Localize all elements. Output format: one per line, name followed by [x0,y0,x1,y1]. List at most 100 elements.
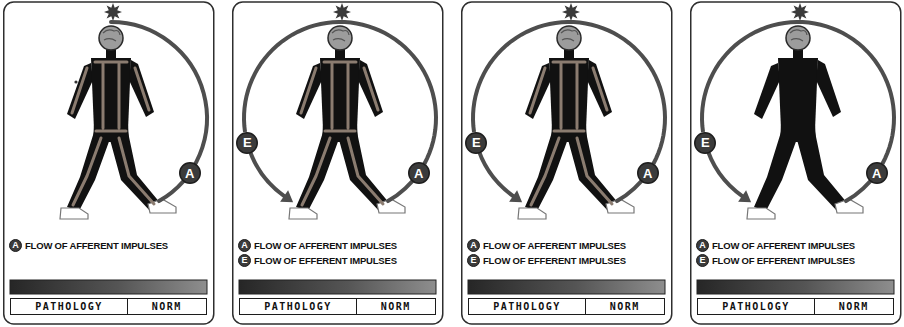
scale-label: NORM [152,301,182,313]
brain-star [562,3,580,21]
scale-cell: PATHOLOGY [468,298,586,315]
scale-label: PATHOLOGY [35,301,103,313]
panel [4,2,214,324]
nerve-stripes [301,62,383,205]
scale-label: PATHOLOGY [722,301,790,313]
marker-circle [637,163,658,184]
scale-cell: NORM [356,298,437,315]
legend-icon: E [467,254,480,267]
legend-text: FLOW OF AFFERENT IMPULSES [483,240,626,252]
panel [462,2,672,324]
legend-text: FLOW OF EFFERENT IMPULSES [483,255,626,267]
legend-row: E FLOW OF EFFERENT IMPULSES [696,254,896,267]
walking-figure [289,26,405,219]
scale-cell: NORM [127,298,208,315]
panel-frame [462,2,672,324]
marker-letter: A [414,167,423,180]
scale-label: NORM [839,301,869,313]
legend-letter: A [241,241,248,250]
legend-swatch [697,240,709,252]
afferent-arc [111,22,207,201]
scale-label: NORM [610,301,640,313]
legend-row: A FLOW OF AFFERENT IMPULSES [696,239,896,252]
scale-cell: NORM [585,298,666,315]
marker-circle [866,163,887,184]
marker-letter: E [701,136,710,149]
efferent-marker: E [465,132,487,154]
marker-letter: E [472,136,481,149]
scale-label: NORM [381,301,411,313]
marker-circle [466,133,487,154]
nerve-stripes [530,62,612,205]
legend-swatch [468,255,480,267]
panel-frame [691,2,901,324]
scale-label: PATHOLOGY [493,301,561,313]
marker-letter: E [243,136,252,149]
legend-swatch [239,255,251,267]
scale-cell: PATHOLOGY [697,298,815,315]
legend-letter: A [699,241,706,250]
legend-row: E FLOW OF EFFERENT IMPULSES [467,254,667,267]
legend-text: FLOW OF AFFERENT IMPULSES [25,240,168,252]
marker-circle [179,163,200,184]
legend-icon: E [238,254,251,267]
scale-cell: PATHOLOGY [10,298,128,315]
legend-icon: A [467,239,480,252]
marker-circle [695,133,716,154]
marker-circle [237,133,258,154]
marker-letter: A [185,167,194,180]
legend-letter: A [470,241,477,250]
impulse-arc [244,22,436,164]
walking-figure [518,26,634,219]
panel [691,2,901,324]
panel-frame [233,2,443,324]
legend-icon: E [696,254,709,267]
legend-icon: A [238,239,251,252]
brain-star [791,3,809,21]
afferent-marker: A [866,162,888,184]
walking-figure [747,26,863,219]
legend-row: E FLOW OF EFFERENT IMPULSES [238,254,438,267]
legend-letter: A [12,241,19,250]
legend-row: A FLOW OF AFFERENT IMPULSES [467,239,667,252]
efferent-marker: E [236,132,258,154]
legend-text: FLOW OF EFFERENT IMPULSES [254,255,397,267]
efferent-marker: E [694,132,716,154]
impulse-arc [473,22,665,164]
brain-star [333,3,351,21]
legend-swatch [10,240,22,252]
arrow-head [509,190,522,202]
marker-letter: A [643,167,652,180]
afferent-marker: A [637,162,659,184]
legend-swatch [697,255,709,267]
scale-label: PATHOLOGY [264,301,332,313]
legend-letter: E [699,256,705,265]
scale-cell: NORM [814,298,895,315]
legend-row: A FLOW OF AFFERENT IMPULSES [238,239,438,252]
arrow-head [280,190,293,202]
legend-letter: E [241,256,247,265]
brain-star [104,3,122,21]
legend-swatch [468,240,480,252]
impulse-arc [702,22,894,164]
arrow-head [738,190,751,202]
scale-cell: PATHOLOGY [239,298,357,315]
legend-text: FLOW OF AFFERENT IMPULSES [712,240,855,252]
afferent-marker: A [408,162,430,184]
legend-swatch [239,240,251,252]
nerve-stripes [72,62,154,205]
legend-icon: A [9,239,22,252]
panel [233,2,443,324]
legend-row: A FLOW OF AFFERENT IMPULSES [9,239,209,252]
legend-letter: E [470,256,476,265]
walking-figure [60,26,176,219]
marker-circle [408,163,429,184]
legend-text: FLOW OF EFFERENT IMPULSES [712,255,855,267]
legend-text: FLOW OF AFFERENT IMPULSES [254,240,397,252]
panel-frame [4,2,214,324]
afferent-marker: A [179,162,201,184]
marker-letter: A [872,167,881,180]
dot [74,80,77,83]
legend-icon: A [696,239,709,252]
